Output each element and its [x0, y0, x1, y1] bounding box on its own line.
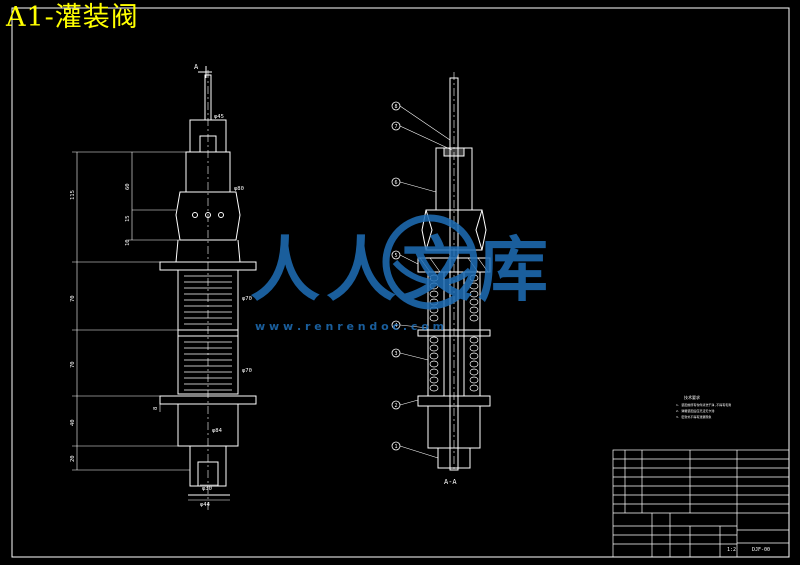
- dim-v8: 8: [153, 407, 159, 410]
- balloon-1: 1: [395, 444, 398, 450]
- dim-v15: 15: [125, 215, 131, 222]
- dim-v70b: 70: [70, 361, 76, 368]
- dim-v115: 115: [70, 190, 76, 200]
- dim-d30: φ30: [202, 486, 212, 492]
- front-view-dimensions: [72, 151, 230, 501]
- dim-v20: 20: [70, 455, 76, 462]
- drawing-number: DJF-00: [752, 547, 770, 553]
- dim-v40: 40: [70, 419, 76, 426]
- balloon-2: 2: [395, 403, 398, 409]
- balloon-7: 7: [395, 124, 398, 130]
- dim-v70a: 70: [70, 295, 76, 302]
- balloon-6: 6: [395, 180, 398, 186]
- dim-d45: φ45: [214, 114, 224, 120]
- title-block: [612, 449, 790, 558]
- dim-v60: 60: [125, 183, 131, 190]
- tech-note-3: 3. 密封处不得有泄漏现象: [676, 414, 711, 419]
- drawing-scale: 1:2: [727, 547, 736, 553]
- front-view: [159, 66, 257, 512]
- dim-d84: φ84: [212, 428, 223, 434]
- tech-note-2: 2. 弹簧装配后应灵活无卡滞: [676, 408, 714, 413]
- dim-d70b: φ70: [242, 368, 252, 374]
- section-label-top: A: [194, 63, 199, 71]
- balloon-5: 5: [395, 253, 398, 259]
- drawing-title: A1-灌装阀: [6, 2, 139, 33]
- dim-v10: 10: [125, 239, 131, 246]
- dim-d44: φ44: [200, 502, 211, 508]
- section-label-bottom: A-A: [444, 478, 457, 486]
- tech-note-1: 1. 装配前所有零件清洗干净,不得有毛刺: [676, 402, 731, 407]
- balloon-4: 4: [395, 323, 398, 329]
- sheet-border: [11, 7, 790, 558]
- balloon-8: 8: [395, 104, 398, 110]
- tech-notes-heading: 技术要求: [684, 394, 700, 400]
- dim-d80: φ80: [234, 186, 244, 192]
- balloon-3: 3: [395, 351, 398, 357]
- dim-d70a: φ70: [242, 296, 252, 302]
